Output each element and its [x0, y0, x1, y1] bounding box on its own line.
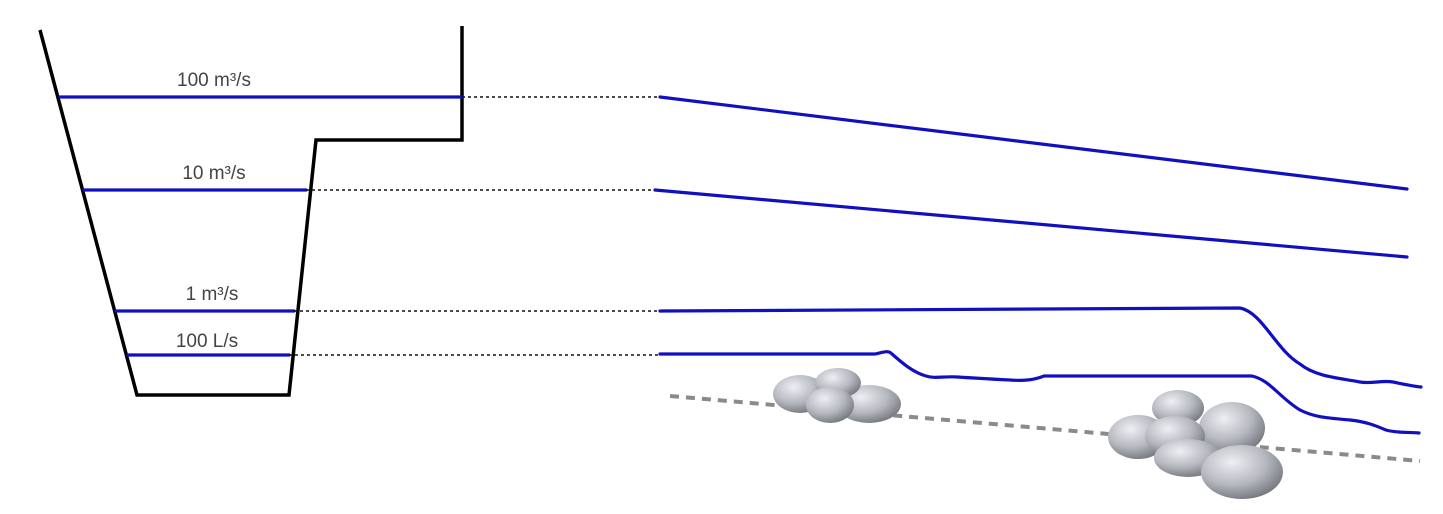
longitudinal-water-surfaces [653, 95, 1423, 435]
surface-100-m3s [658, 95, 1409, 191]
level-label-100-ls: 100 L/s [176, 331, 238, 352]
cross-section-water-levels [58, 95, 464, 357]
boulder [806, 387, 854, 423]
level-labels: 100 m³/s 10 m³/s 1 m³/s 100 L/s [176, 70, 251, 352]
riverbed-line [669, 394, 1421, 463]
boulder-cluster-left [773, 368, 901, 423]
surface-10-m3s [653, 188, 1409, 259]
level-label-100-m3s: 100 m³/s [177, 70, 251, 91]
surface-100-ls [658, 350, 1421, 435]
boulder [837, 385, 901, 423]
level-label-10-m3s: 10 m³/s [182, 163, 245, 184]
boulder [1152, 390, 1204, 426]
boulder [1201, 445, 1283, 499]
channel-outline [38, 26, 464, 397]
boulder-cluster-right [1108, 390, 1283, 499]
boulder [1199, 402, 1265, 454]
level-label-1-m3s: 1 m³/s [186, 284, 239, 305]
guide-lines [289, 96, 660, 356]
surface-1-m3s [658, 306, 1423, 389]
channel-cross-section [38, 26, 464, 397]
